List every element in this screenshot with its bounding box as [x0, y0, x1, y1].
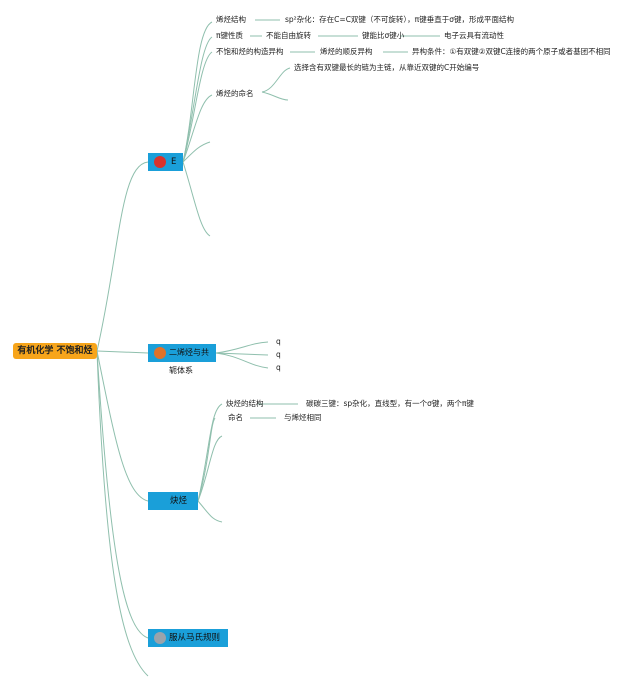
branch-markovnikov[interactable]: 服从马氏规则: [148, 629, 228, 647]
alkene-naming-label[interactable]: 烯烃的命名: [216, 89, 254, 98]
branch-alkyne[interactable]: 炔烃: [148, 492, 198, 510]
alkyne-naming-detail: 与烯烃相同: [284, 413, 322, 422]
alkyne-structure-detail: 碳碳三键：sp杂化，直线型，有一个σ键，两个π键: [306, 399, 474, 408]
root-label: 有机化学 不饱和烃: [17, 346, 93, 356]
pi-bond-label[interactable]: π键性质: [216, 31, 244, 40]
pi-bond-detail-3: 电子云具有流动性: [444, 31, 504, 40]
branch-alkene-label: E: [171, 157, 177, 167]
pi-bond-detail-1: 不能自由旋转: [266, 31, 311, 40]
diene-child-1[interactable]: q: [276, 337, 281, 346]
alkene-structure-label[interactable]: 烯烃结构: [216, 15, 246, 24]
pi-bond-detail-2: 键能比σ键小: [362, 31, 405, 40]
isomerism-label[interactable]: 不饱和烃的构造异构: [216, 47, 284, 56]
branch-alkyne-label: 炔烃: [170, 496, 188, 506]
diene-child-3[interactable]: q: [276, 363, 281, 372]
alkene-structure-detail: sp²杂化：存在C=C双键（不可旋转），π键垂直于σ键，形成平面结构: [285, 15, 514, 24]
red-circle-icon: [154, 156, 166, 168]
branch-diene[interactable]: 二烯烃与共轭体系: [148, 344, 216, 375]
gray-circle-icon: [154, 632, 166, 644]
isomerism-detail-1: 烯烃的顺反异构: [320, 47, 373, 56]
diene-child-2[interactable]: q: [276, 350, 281, 359]
branch-markovnikov-label: 服从马氏规则: [169, 633, 221, 643]
alkene-naming-detail: 选择含有双键最长的链为主链，从靠近双键的C开始编号: [294, 63, 480, 72]
orange-circle-icon: [154, 347, 166, 359]
root-node[interactable]: 有机化学 不饱和烃: [13, 343, 97, 359]
alkyne-structure-label[interactable]: 炔烃的结构: [226, 399, 264, 408]
alkyne-naming-label[interactable]: 命名: [228, 413, 243, 422]
branch-diene-label: 二烯烃与共轭体系: [169, 348, 209, 375]
isomerism-detail-2: 异构条件：①有双键②双键C连接的两个原子或者基团不相同: [412, 47, 611, 56]
branch-alkene[interactable]: E: [148, 153, 183, 171]
